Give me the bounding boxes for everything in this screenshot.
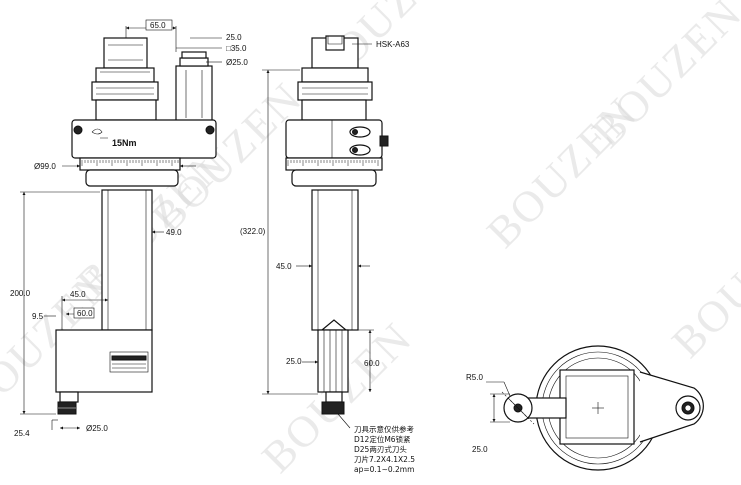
dim-200: 200.0 [10,289,31,298]
note-line-4: 刀片7.2X4.1X2.5 [354,454,415,464]
watermark-7: BOUZEN [662,198,741,367]
dim-square-35: □35.0 [226,44,247,53]
bottom-view-right: R5.0 25.0 [466,345,704,471]
dim-25-4: 25.4 [14,429,30,438]
note-line-3: D25两刃式刀头 [354,444,407,454]
dim-25-right: 25.0 [472,445,488,454]
dim-60-mid: 60.0 [364,359,380,368]
dim-hsk: HSK-A63 [376,40,410,49]
dim-25-top: 25.0 [226,33,242,42]
bearing-ring [95,99,157,121]
screw-left [73,125,83,135]
note-line-1: 刀具示意仅供参考 [354,424,414,434]
dim-dia-25: Ø25.0 [226,58,248,67]
dial-ring-mid [285,157,383,171]
dial-ticks [81,160,179,166]
arm [639,371,704,443]
cutter-holder [55,329,153,393]
dim-322: (322.0) [240,227,266,236]
tool-tip-mid [321,401,345,415]
flange [95,67,155,83]
note-line-5: ap=0.1~0.2mm [354,465,414,474]
dim-9-5: 9.5 [32,312,44,321]
main-housing [71,119,217,159]
dim-25-mid: 25.0 [286,357,302,366]
label-plate [109,351,149,373]
screw-right [205,125,215,135]
dim-dia-25-bottom: Ø25.0 [86,424,108,433]
dim-45-left: 45.0 [70,290,86,299]
side-key [379,135,389,147]
torque-label: 15Nm [112,138,137,148]
dim-dia-99: Ø99.0 [34,162,56,171]
collar [91,81,159,101]
dial-ring [79,157,181,171]
wrench-icon [91,128,108,139]
dial-ticks-mid [287,160,379,166]
dim-49: 49.0 [166,228,182,237]
dim-60-left: 60.0 [77,309,93,318]
note-line-2: D12定位M6锁紧 [354,434,411,444]
stop-block [175,65,213,123]
dim-65: 65.0 [150,21,166,30]
shank-mid [311,189,359,331]
square-pocket [559,369,635,445]
cutter-holder-mid [317,329,349,393]
lower-disk [85,169,179,187]
dim-r5: R5.0 [466,373,483,382]
side-view-middle: HSK-A63 (322.0) 45.0 [240,35,415,474]
front-view-left: 15Nm 65.0 25.0 □35.0 Ø25.0 Ø [10,19,248,438]
dim-45-mid: 45.0 [276,262,292,271]
shank [101,189,153,331]
hsk-taper [103,37,148,69]
watermark-5: BOUZEN [582,0,741,157]
